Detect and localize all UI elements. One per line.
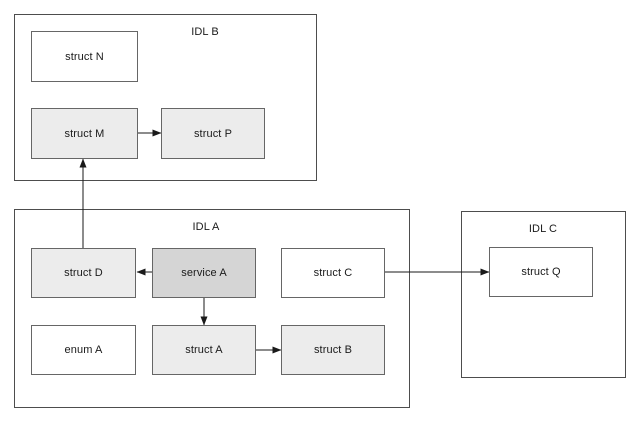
node-struct-m[interactable]: struct M — [31, 108, 138, 159]
node-service-a[interactable]: service A — [152, 248, 256, 298]
node-struct-p[interactable]: struct P — [161, 108, 265, 159]
container-label-idl-b: IDL B — [191, 26, 219, 38]
node-struct-d[interactable]: struct D — [31, 248, 136, 298]
node-enum-a[interactable]: enum A — [31, 325, 136, 375]
node-struct-a[interactable]: struct A — [152, 325, 256, 375]
node-struct-q[interactable]: struct Q — [489, 247, 593, 297]
container-idl-a[interactable] — [14, 209, 410, 408]
node-struct-c[interactable]: struct C — [281, 248, 385, 298]
node-struct-b[interactable]: struct B — [281, 325, 385, 375]
node-struct-n[interactable]: struct N — [31, 31, 138, 82]
container-label-idl-a: IDL A — [192, 221, 220, 233]
container-label-idl-c: IDL C — [528, 223, 558, 235]
